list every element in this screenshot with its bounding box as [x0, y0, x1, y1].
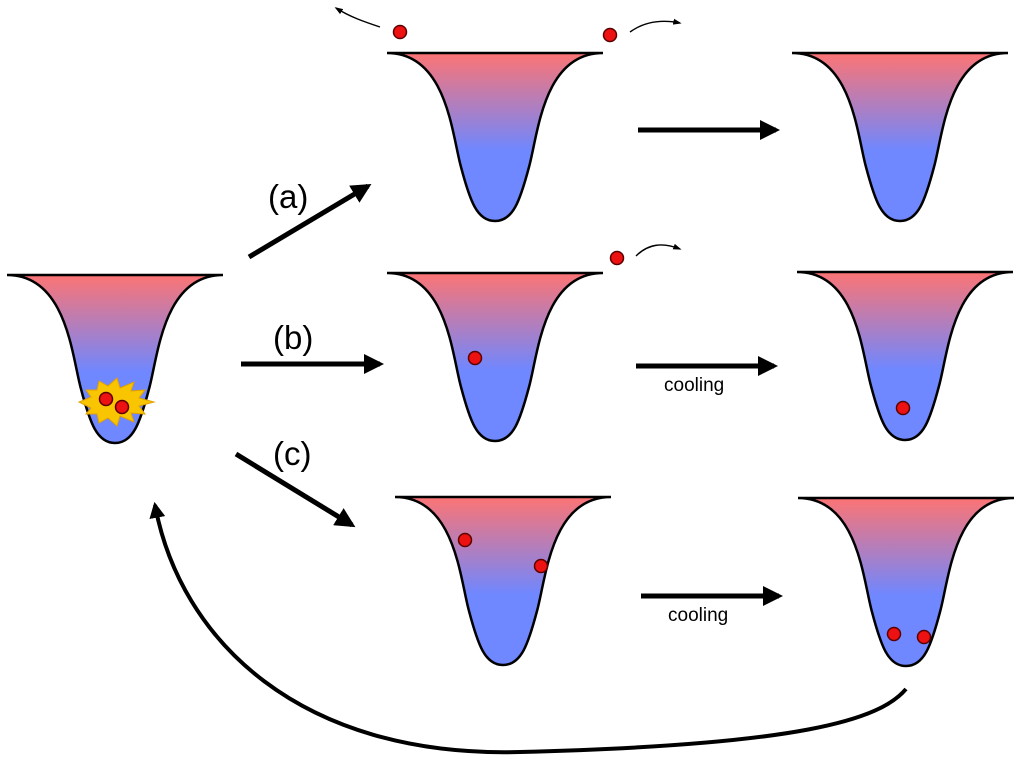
- particle-a-escaped-right: [602, 27, 618, 43]
- particle-c-cold-2: [916, 629, 932, 645]
- particle-b-escaped: [609, 250, 625, 266]
- particles: [98, 24, 932, 645]
- trap-well-a-mid: [385, 51, 605, 223]
- path-label-c: (c): [273, 435, 311, 472]
- particle-c-cold-1: [886, 626, 902, 642]
- particle-a-escaped-left: [392, 24, 408, 40]
- process-label-cooling-b: cooling: [664, 375, 724, 396]
- arrow-path-a: [247, 183, 372, 260]
- particle-b-trapped-cold: [895, 400, 911, 416]
- path-label-b: (b): [273, 319, 313, 356]
- trap-well-b-mid: [385, 271, 605, 443]
- collision-burst: [77, 377, 156, 427]
- escape-arrow-a-right: [629, 18, 682, 33]
- escape-arrow-a-left: [334, 7, 381, 28]
- trap-well-c-mid: [393, 495, 613, 667]
- arrow-return-cycle: [149, 501, 908, 755]
- escape-arrow-b-right: [635, 243, 682, 257]
- trap-well-c-final: [796, 496, 1016, 668]
- arrow-path-c: [234, 451, 356, 528]
- particle-b-trapped-hot: [467, 350, 483, 366]
- particle-initial-2: [114, 399, 130, 415]
- particle-c-hot-2: [533, 558, 549, 574]
- particle-initial-1: [98, 391, 114, 407]
- process-label-cooling-c: cooling: [668, 605, 728, 626]
- path-label-a: (a): [268, 178, 308, 215]
- particle-c-hot-1: [457, 532, 473, 548]
- trap-well-a-final: [790, 51, 1010, 223]
